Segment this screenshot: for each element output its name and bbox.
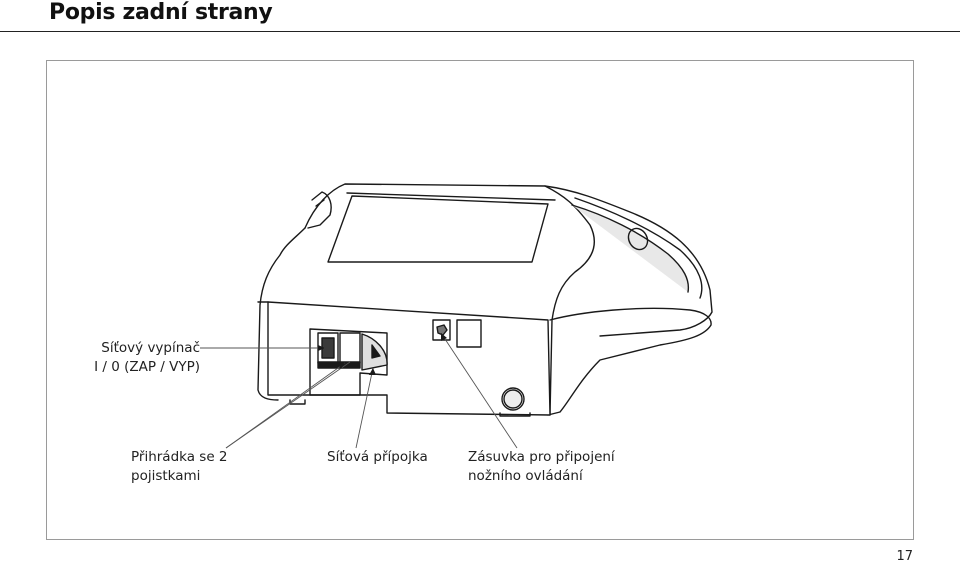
- leader-pedal: [440, 332, 518, 449]
- label-pedal-line2: nožního ovládání: [468, 468, 583, 484]
- label-power-switch: Síťový vypínač I / 0 (ZAP / VYP): [60, 339, 200, 377]
- label-pedal-line1: Zásuvka pro připojení: [468, 449, 615, 465]
- label-fuse-line1: Přihrádka se 2: [131, 449, 228, 465]
- label-pedal-socket: Zásuvka pro připojení nožního ovládání: [468, 448, 615, 486]
- top-recess: [327, 195, 549, 263]
- blank-socket: [456, 319, 482, 348]
- title-rule: [0, 31, 960, 32]
- left-side-body: [257, 227, 306, 401]
- page-number: 17: [896, 549, 913, 564]
- right-side-body: [544, 185, 595, 416]
- label-power-switch-line1: Síťový vypínač: [101, 340, 200, 356]
- page-title: Popis zadní strany: [49, 0, 273, 25]
- label-power-inlet: Síťová přípojka: [327, 448, 428, 467]
- leader-power: [355, 367, 374, 449]
- side-button: [627, 227, 649, 251]
- label-fuse-drawer: Přihrádka se 2 pojistkami: [131, 448, 228, 486]
- illustration-frame: [46, 60, 914, 540]
- label-power-line1: Síťová přípojka: [327, 449, 428, 465]
- label-power-switch-line2: I / 0 (ZAP / VYP): [94, 359, 200, 375]
- label-fuse-line2: pojistkami: [131, 468, 201, 484]
